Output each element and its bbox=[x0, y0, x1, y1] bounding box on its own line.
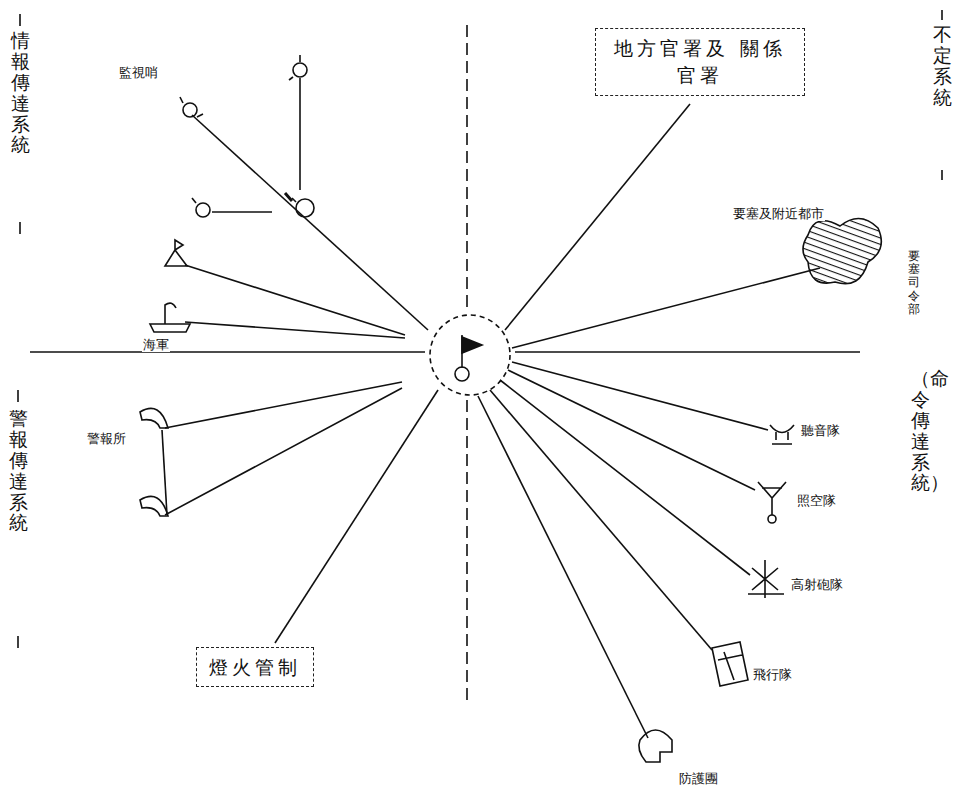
siren-symbol bbox=[140, 408, 168, 428]
box-text: 燈火管制 bbox=[209, 654, 301, 681]
center-circle bbox=[430, 315, 510, 395]
link-line bbox=[299, 78, 301, 190]
unit-label: 高射砲隊 bbox=[790, 578, 844, 592]
link-line bbox=[192, 115, 428, 330]
axis-line bbox=[515, 351, 860, 353]
helmet-symbol bbox=[639, 730, 672, 762]
axis-line bbox=[30, 351, 425, 353]
link-line bbox=[500, 380, 750, 575]
watch-post-symbol bbox=[180, 55, 314, 217]
link-line bbox=[505, 104, 690, 330]
unit-label: 飛行隊 bbox=[752, 668, 793, 682]
unit-label: 監視哨 bbox=[118, 66, 159, 80]
link-line bbox=[512, 268, 820, 348]
flag bbox=[462, 337, 482, 353]
system-title: 不定系統 bbox=[933, 24, 952, 108]
searchlight-symbol bbox=[758, 482, 786, 515]
system-title: 情報傳達系統 bbox=[11, 30, 30, 155]
box-text: 地方官署及 關係官署 bbox=[608, 35, 792, 88]
axis-line bbox=[466, 25, 468, 310]
flag-base bbox=[455, 367, 469, 381]
air-unit-symbol bbox=[712, 642, 748, 686]
link-line bbox=[508, 370, 755, 490]
warship-symbol bbox=[150, 303, 190, 332]
system-title: （命令傳達系統） bbox=[911, 368, 930, 493]
sound-locator-symbol bbox=[770, 425, 794, 444]
link-line bbox=[478, 396, 648, 738]
system-title: 要塞司令部 bbox=[908, 250, 920, 316]
anti-aircraft-gun-symbol bbox=[748, 560, 784, 598]
link-mark bbox=[285, 193, 292, 201]
dashed-box: 地方官署及 關係官署 bbox=[595, 28, 805, 95]
link-line bbox=[212, 211, 272, 213]
link-line bbox=[490, 390, 712, 650]
dashed-box: 燈火管制 bbox=[196, 647, 314, 688]
unit-label: 警報所 bbox=[86, 432, 127, 446]
link-line bbox=[162, 430, 167, 515]
unit-label: 防護團 bbox=[678, 772, 719, 786]
system-title: 警報傳達系統 bbox=[9, 408, 28, 533]
link-line bbox=[185, 265, 405, 338]
siren-symbol bbox=[140, 496, 168, 516]
signal-station-symbol bbox=[165, 240, 187, 266]
unit-label: 聽音隊 bbox=[800, 424, 841, 438]
link-line bbox=[165, 382, 402, 515]
unit-label: 照空隊 bbox=[796, 494, 837, 508]
link-line bbox=[275, 390, 438, 643]
unit-label: 要塞及附近都市 bbox=[732, 207, 825, 221]
unit-label: 海軍 bbox=[142, 338, 170, 352]
axis-line bbox=[466, 400, 468, 700]
fortress-city-area bbox=[803, 218, 881, 283]
title-dash bbox=[18, 10, 942, 648]
searchlight-symbol bbox=[768, 515, 776, 523]
